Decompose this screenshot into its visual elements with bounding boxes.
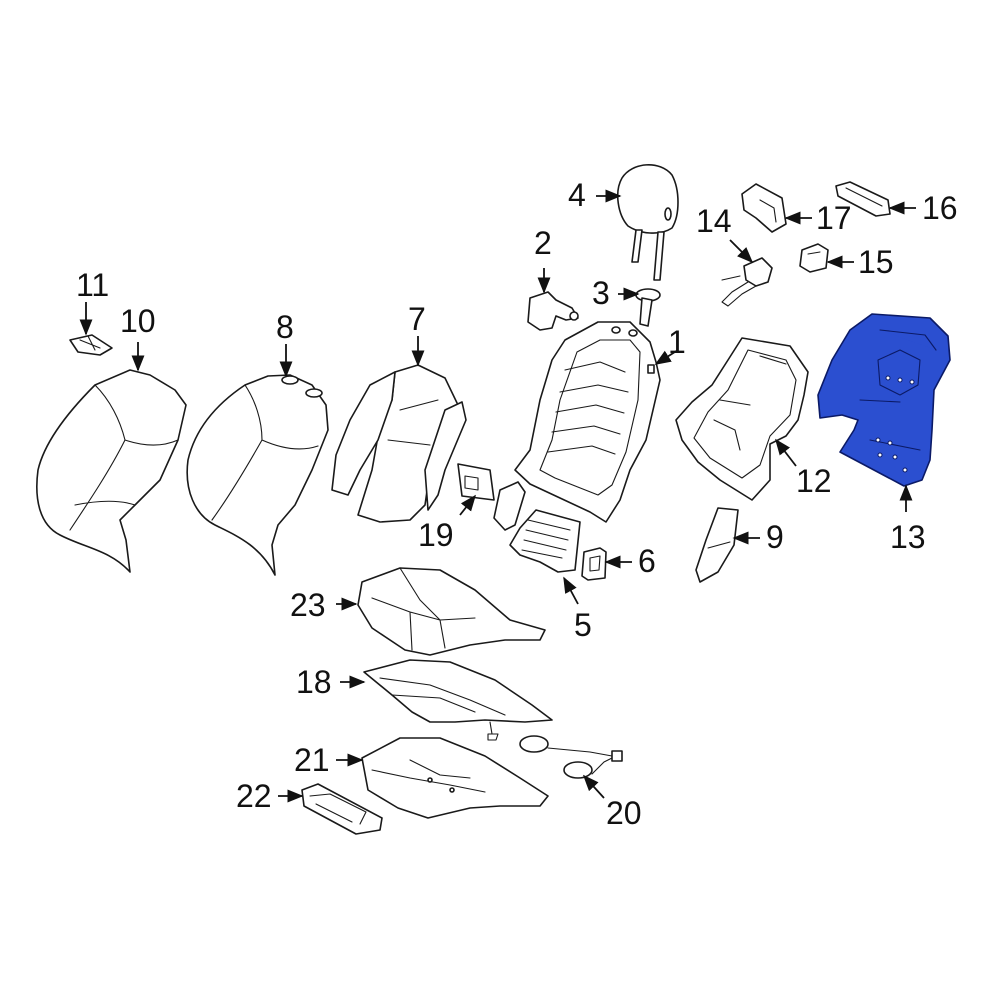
callout-7: 7 <box>408 301 426 337</box>
callout-22: 22 <box>236 778 272 814</box>
callout-23: 23 <box>290 587 326 623</box>
callout-12: 12 <box>796 463 832 499</box>
part-17-clip[interactable] <box>741 183 787 233</box>
callout-19: 19 <box>418 517 454 553</box>
callout-21: 21 <box>294 742 330 778</box>
callout-1: 1 <box>668 324 686 360</box>
callout-16: 16 <box>922 190 958 226</box>
callout-20: 20 <box>606 795 642 831</box>
part-3-guide[interactable] <box>635 288 661 327</box>
part-10-seatback-cover[interactable] <box>36 369 187 573</box>
callout-11: 11 <box>76 267 109 303</box>
part-22-grille[interactable] <box>301 783 383 835</box>
part-2-bracket[interactable] <box>527 291 579 331</box>
callout-18: 18 <box>296 664 332 700</box>
leader-lines <box>79 189 916 803</box>
callout-labels: 1 2 3 4 5 6 7 8 9 10 11 12 13 14 15 16 1… <box>76 177 958 831</box>
callout-2: 2 <box>534 225 552 261</box>
leader-1 <box>654 349 679 365</box>
leader-20 <box>582 774 605 799</box>
leader-19 <box>459 494 477 516</box>
part-9-side-trim[interactable] <box>695 507 739 583</box>
callout-10: 10 <box>120 303 156 339</box>
part-13-rear-panel[interactable] <box>817 313 951 487</box>
leader-14 <box>729 239 754 264</box>
leader-12 <box>775 438 797 467</box>
leader-5 <box>563 576 579 605</box>
callout-17: 17 <box>816 200 852 236</box>
callout-5: 5 <box>574 607 592 643</box>
part-1-seatback-frame[interactable] <box>514 321 661 523</box>
callout-15: 15 <box>858 244 894 280</box>
part-11-clip[interactable] <box>69 334 113 356</box>
part-12-back-panel[interactable] <box>675 337 809 501</box>
callout-8: 8 <box>276 309 294 345</box>
part-18-cushion-heater[interactable] <box>363 659 553 741</box>
part-15-clip[interactable] <box>799 243 829 273</box>
part-14-bracket[interactable] <box>721 257 773 307</box>
part-4-headrest[interactable] <box>616 164 679 281</box>
callout-9: 9 <box>766 519 784 555</box>
part-20-switch-assembly[interactable] <box>519 735 623 779</box>
callout-6: 6 <box>638 543 656 579</box>
part-6-switch[interactable] <box>581 547 607 581</box>
part-5-lumbar[interactable] <box>493 481 581 573</box>
callout-4: 4 <box>568 177 586 213</box>
callout-13: 13 <box>890 519 926 555</box>
part-7-bolster-pad[interactable] <box>331 364 467 523</box>
part-19-module[interactable] <box>457 463 495 501</box>
callout-3: 3 <box>592 275 610 311</box>
callout-14: 14 <box>696 203 732 239</box>
part-8-seatback-cover[interactable] <box>186 374 329 576</box>
part-23-cushion-cover[interactable] <box>357 567 546 656</box>
part-21-cushion-pan[interactable] <box>361 737 549 819</box>
